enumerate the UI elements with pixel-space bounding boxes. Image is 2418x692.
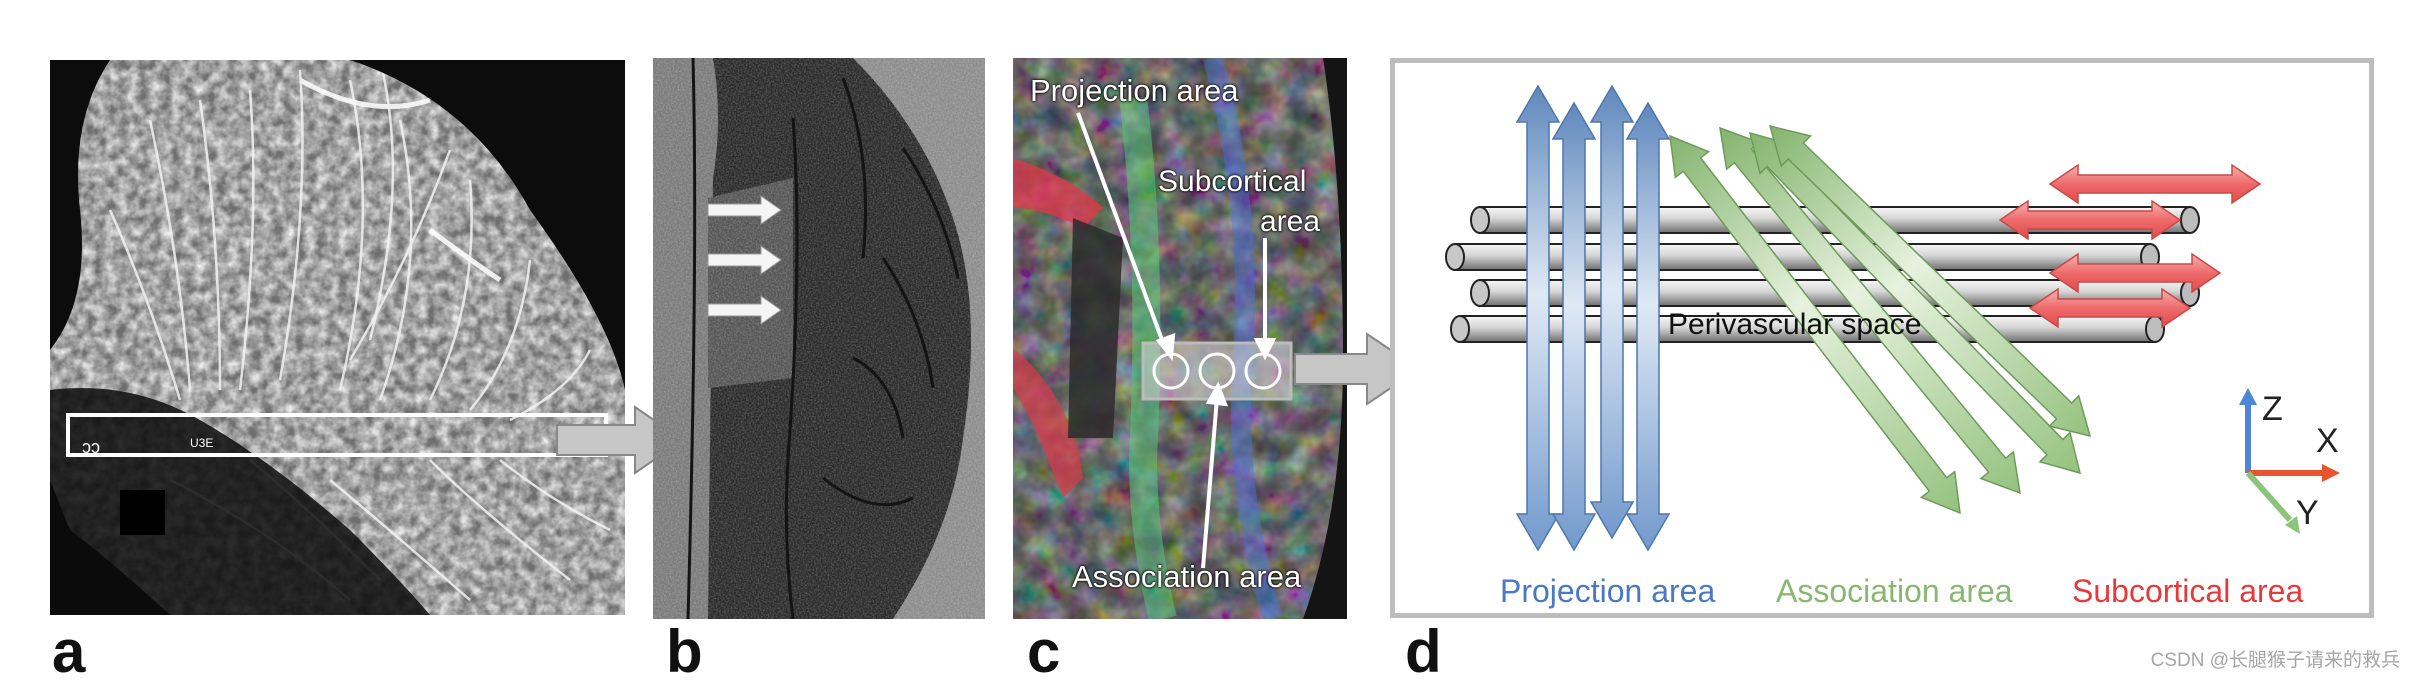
panel-a-image: U3E ɔɔ — [50, 60, 625, 615]
axis-triad — [2239, 388, 2340, 534]
projection-fiber-arrow — [1625, 101, 1671, 552]
subcortical-fiber-arrow — [2028, 287, 2192, 329]
legend-projection-area: Projection area — [1500, 573, 1716, 609]
axis-label-x: X — [2316, 422, 2339, 460]
subcortical-fiber-arrow — [1998, 199, 2182, 241]
projection-fiber-arrow — [1515, 84, 1561, 552]
axis-label-y: Y — [2296, 494, 2319, 532]
panel-label-b: b — [666, 618, 703, 685]
mri-swi-image — [653, 57, 985, 620]
micro-side-text: ɔɔ — [82, 437, 100, 457]
subcortical-fiber-arrow — [2048, 252, 2222, 294]
projection-fibers — [1515, 84, 1671, 552]
label-subcortical-c-2: area — [1260, 205, 1321, 238]
perivascular-cylinder — [1445, 243, 2160, 271]
projection-fiber-arrow — [1551, 101, 1597, 552]
dti-color-map — [1013, 55, 1347, 623]
brain-section-micrograph: U3E ɔɔ — [50, 60, 625, 615]
projection-fiber-arrow — [1589, 84, 1635, 540]
legend-subcortical-area: Subcortical area — [2072, 573, 2304, 609]
association-fiber-arrow — [1768, 124, 2092, 438]
subcortical-fibers — [1998, 163, 2262, 329]
legend-association-area: Association area — [1776, 573, 2013, 609]
watermark: CSDN @长腿猴子请来的救兵 — [2150, 650, 2400, 671]
label-projection-area-c: Projection area — [1030, 73, 1239, 108]
panel-d-diagram — [1390, 58, 2374, 618]
fiber-tract-schematic — [1390, 58, 2374, 618]
subcortical-fiber-arrow — [2048, 163, 2262, 205]
axis-label-z: Z — [2262, 390, 2283, 428]
panel-label-c: c — [1027, 618, 1061, 685]
label-subcortical-c-1: Subcortical — [1158, 165, 1307, 198]
association-fibers — [1669, 124, 2092, 515]
label-association-area-c: Association area — [1072, 559, 1302, 594]
association-fiber-arrow — [1669, 134, 1961, 515]
panel-b-image — [653, 57, 985, 620]
panel-label-a: a — [52, 618, 86, 685]
panel-label-d: d — [1405, 618, 1442, 685]
micro-text: U3E — [190, 436, 213, 450]
panel-c-image — [1013, 55, 1347, 623]
perivascular-space-label: Perivascular space — [1668, 308, 1922, 341]
